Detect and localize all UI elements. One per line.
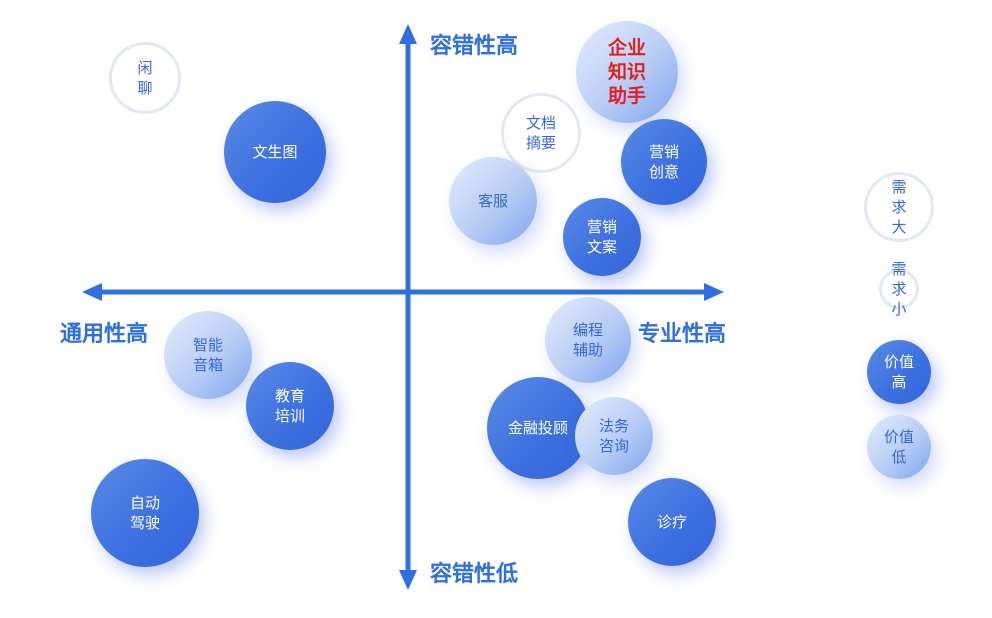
- bubble-label-line: 助手: [607, 85, 646, 107]
- bubble-label-line: 价值: [883, 428, 914, 446]
- bubble-label: 闲聊: [137, 58, 152, 98]
- bubble-label-line: 诊疗: [656, 513, 687, 531]
- axis-label-bottom: 容错性低: [430, 562, 519, 587]
- bubble-label: 需求小: [891, 259, 906, 319]
- bubble-label-line: 小: [891, 300, 907, 318]
- bubble-label-line: 教育: [274, 387, 305, 405]
- axis-label-left: 通用性高: [60, 322, 149, 347]
- bubble-label: 教育培训: [275, 386, 305, 426]
- bubble-label-line: 需: [891, 260, 907, 278]
- bubble-label-line: 聊: [137, 79, 153, 97]
- bubble-marketing-creative: 营销创意: [621, 119, 707, 205]
- bubble-label-line: 编程: [572, 321, 603, 339]
- bubble-label-line: 知识: [607, 61, 646, 83]
- bubble-label: 法务咨询: [599, 416, 629, 456]
- bubble-label-line: 摘要: [525, 134, 556, 152]
- bubble-education-training: 教育培训: [246, 362, 334, 450]
- bubble-label: 诊疗: [657, 512, 687, 532]
- bubble-label-line: 金融投顾: [507, 419, 568, 437]
- legend-value-low: 价值低: [867, 415, 931, 479]
- axis-label-right: 专业性高: [638, 322, 727, 347]
- bubble-label-line: 驾驶: [129, 514, 160, 532]
- bubble-customer-service: 客服: [449, 157, 537, 245]
- bubble-label-line: 创意: [648, 163, 679, 181]
- bubble-label: 自动驾驶: [130, 493, 160, 533]
- bubble-label-line: 文案: [586, 238, 617, 256]
- bubble-label-line: 文档: [525, 114, 556, 132]
- bubble-label: 营销文案: [587, 217, 617, 257]
- bubble-label: 客服: [478, 191, 508, 211]
- legend-demand-small: 需求小: [879, 260, 919, 318]
- bubble-label-line: 咨询: [598, 437, 629, 455]
- arrow-up-icon: [399, 24, 417, 44]
- bubble-label-line: 培训: [274, 407, 305, 425]
- bubble-label: 文档摘要: [526, 113, 556, 153]
- bubble-label-line: 企业: [607, 37, 646, 59]
- bubble-autonomous-driving: 自动驾驶: [91, 459, 199, 567]
- legend-value-high: 价值高: [867, 340, 931, 404]
- bubble-label: 价值低: [884, 427, 914, 467]
- bubble-label: 文生图: [252, 142, 297, 162]
- bubble-enterprise-knowledge-assistant: 企业知识助手: [576, 21, 678, 123]
- bubble-label-line: 智能: [192, 336, 223, 354]
- bubble-text-to-image: 文生图: [224, 101, 326, 203]
- legend-demand-large: 需求大: [864, 172, 934, 242]
- bubble-marketing-copy: 营销文案: [563, 198, 641, 276]
- bubble-chat: 闲聊: [109, 42, 181, 114]
- bubble-label: 编程辅助: [573, 320, 603, 360]
- bubble-label-line: 营销: [586, 218, 617, 236]
- bubble-financial-advisory: 金融投顾: [487, 377, 589, 479]
- bubble-label-line: 营销: [648, 143, 679, 161]
- bubble-label: 金融投顾: [508, 418, 568, 438]
- bubble-label: 智能音箱: [193, 335, 223, 375]
- bubble-label: 需求大: [891, 177, 906, 237]
- bubble-label-line: 法务: [598, 417, 629, 435]
- bubble-smart-speaker: 智能音箱: [164, 311, 252, 399]
- bubble-label: 价值高: [884, 352, 914, 392]
- bubble-coding-assistant: 编程辅助: [545, 297, 631, 383]
- bubble-label-line: 自动: [129, 494, 160, 512]
- bubble-legal-consulting: 法务咨询: [575, 397, 653, 475]
- bubble-label: 营销创意: [649, 142, 679, 182]
- bubble-label-line: 求: [891, 198, 907, 216]
- bubble-label-line: 客服: [477, 192, 508, 210]
- bubble-diagnosis: 诊疗: [628, 478, 716, 566]
- bubble-label-line: 低: [891, 448, 907, 466]
- arrow-right-icon: [704, 283, 724, 301]
- bubble-label-line: 文生图: [252, 143, 298, 161]
- bubble-label-line: 求: [891, 280, 907, 298]
- arrow-left-icon: [82, 283, 102, 301]
- axis-label-top: 容错性高: [430, 34, 519, 59]
- bubble-label-line: 辅助: [572, 341, 603, 359]
- bubble-label-line: 价值: [883, 353, 914, 371]
- bubble-label-line: 闲: [137, 59, 153, 77]
- arrow-down-icon: [399, 570, 417, 590]
- bubble-label-line: 需: [891, 178, 907, 196]
- bubble-label-line: 音箱: [192, 356, 223, 374]
- bubble-document-summary: 文档摘要: [501, 93, 581, 173]
- bubble-label: 企业知识助手: [608, 36, 646, 108]
- bubble-label-line: 大: [891, 218, 907, 236]
- bubble-label-line: 高: [891, 373, 907, 391]
